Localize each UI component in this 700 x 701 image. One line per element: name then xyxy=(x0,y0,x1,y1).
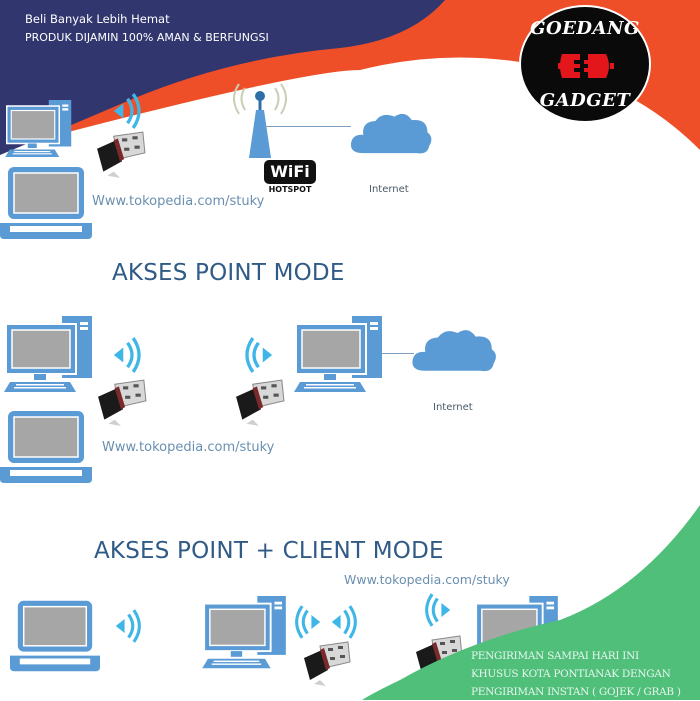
internet-label: Internet xyxy=(433,402,473,413)
internet-label: Internet xyxy=(369,184,409,195)
top-banner-background xyxy=(0,0,700,155)
navy-swoosh xyxy=(0,0,445,155)
shipping-line-3: PENGIRIMAN INSTAN ( GOJEK / GRAB ) xyxy=(471,686,681,698)
store-url: Www.tokopedia.com/stuky xyxy=(344,572,510,587)
store-url: Www.tokopedia.com/stuky xyxy=(102,440,275,455)
section-title-ap-client-mode: AKSES POINT + CLIENT MODE xyxy=(94,538,444,564)
plug-socket-icon xyxy=(558,54,614,78)
section-title-ap-mode: AKSES POINT MODE xyxy=(112,260,345,286)
logo-bottom-text: GADGET xyxy=(539,90,631,111)
hotspot-label: HOTSPOT xyxy=(268,185,312,194)
store-url: Www.tokopedia.com/stuky xyxy=(92,194,265,209)
goedang-gadget-logo: GOEDANG GADGET xyxy=(518,4,652,124)
connection-line xyxy=(263,126,351,127)
wifi-tower-icon xyxy=(233,83,287,158)
shipping-line-1: PENGIRIMAN SAMPAI HARI INI xyxy=(471,650,639,662)
logo-top-text: GOEDANG xyxy=(530,18,640,39)
promo-line-1: Beli Banyak Lebih Hemat xyxy=(25,12,170,26)
shipping-line-2: KHUSUS KOTA PONTIANAK DENGAN xyxy=(471,668,671,680)
connection-line xyxy=(382,353,414,354)
promo-line-2: PRODUK DIJAMIN 100% AMAN & BERFUNGSI xyxy=(25,31,269,44)
wifi-logo-badge: WiFi xyxy=(264,160,316,184)
